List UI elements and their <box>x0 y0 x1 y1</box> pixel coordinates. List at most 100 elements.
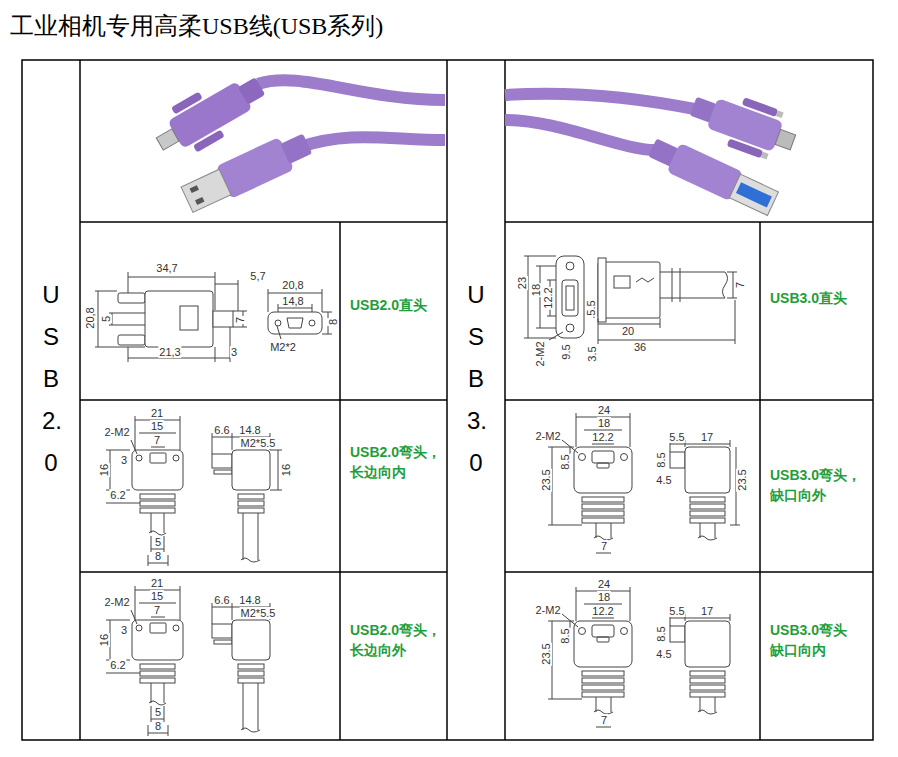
dimension-text: 20,8 <box>281 279 304 291</box>
dimension-text: 3 <box>120 624 128 636</box>
dimension-line <box>278 450 279 490</box>
usb2-straight-drawing-part <box>278 308 312 309</box>
usb2-straight-drawing-part <box>95 347 145 348</box>
usb3-straight-drawing-part <box>524 256 556 257</box>
dimension-text: 15 <box>150 420 164 432</box>
usb3-photo-part-part <box>707 98 784 152</box>
usb2-straight-drawing-part <box>238 280 239 311</box>
dimension-text: 21 <box>150 407 164 419</box>
dimension-text: 5.5 <box>668 431 685 443</box>
usb3-straight-drawing-part <box>660 272 725 273</box>
dimension-text: 21,3 <box>158 346 181 358</box>
variant-label: USB3.0直头 <box>770 288 872 308</box>
usb2-straight-drawing-part <box>277 326 281 339</box>
usb2-straight-drawing-part <box>322 312 332 313</box>
usb2-straight-drawing-part <box>213 311 233 327</box>
usb3-straight-drawing-part <box>566 324 574 332</box>
usb3-straight-drawing-part <box>614 276 630 288</box>
dimension-text: 23.5 <box>736 468 748 491</box>
dimension-text: 9.5 <box>560 343 572 360</box>
usb3-straight-drawing-part <box>660 298 725 299</box>
dimension-text: 24 <box>597 578 611 590</box>
dimension-text: 17 <box>700 605 714 617</box>
dimension-text: 3 <box>230 346 238 358</box>
dimension-text: 16 <box>98 463 110 477</box>
dimension-text: 6.6 <box>213 424 230 436</box>
usb2-photo-part <box>179 127 315 216</box>
dimension-text: 8.5 <box>655 625 667 642</box>
usb2-straight-drawing-part <box>309 320 315 326</box>
table-grid-part <box>80 221 447 223</box>
usb2-photo-part-part <box>238 77 265 104</box>
table-grid-part <box>339 222 341 740</box>
usb2-straight-drawing-part <box>287 318 303 328</box>
dimension-text: 8 <box>327 318 339 326</box>
dimension-text: 14.8 <box>238 424 261 436</box>
usb2-straight-drawing-part <box>215 347 216 362</box>
variant-label: USB2.0弯头， 长边向外 <box>350 620 452 661</box>
dimension-text: 4.5 <box>655 648 672 660</box>
usb2-straight-drawing-part <box>128 272 129 293</box>
usb3-straight-drawing-part <box>549 332 563 340</box>
dimension-text: 12.2 <box>591 605 614 617</box>
usb3-straight-drawing-part <box>598 340 735 341</box>
usb3-photo <box>505 82 802 218</box>
usb3-straight-drawing-part <box>660 318 661 328</box>
dimension-text: 14.8 <box>238 594 261 606</box>
usb3-photo-part <box>505 120 655 150</box>
table-grid-part <box>505 399 873 401</box>
dimension-text: 8.5 <box>655 451 667 468</box>
usb3-photo-part-part <box>736 182 772 207</box>
variant-label: USB2.0直头 <box>350 295 452 315</box>
dimension-text: M2*2 <box>269 341 297 353</box>
dimension-text: M2*5.5 <box>240 437 277 449</box>
dimension-text: 2-M2 <box>103 426 130 438</box>
usb3-straight-drawing-part <box>598 258 606 322</box>
usb2-straight-drawing-part <box>118 293 145 303</box>
usb3-photo-part <box>505 94 700 110</box>
table-grid-part <box>759 222 761 740</box>
dimension-text: 18 <box>597 591 611 603</box>
usb2-straight-drawing-part <box>275 320 281 326</box>
table-grid-part <box>505 221 873 223</box>
usb2-photo-part-part <box>195 197 204 205</box>
dimension-text: 20 <box>621 325 635 337</box>
dimension-text: 6.2 <box>109 489 126 501</box>
dimension-text: 15 <box>150 590 164 602</box>
dimension-text: 7 <box>600 714 608 726</box>
dimension-text: 18 <box>597 417 611 429</box>
dimension-text: M2*5.5 <box>240 607 277 619</box>
usb3-straight-drawing-part <box>723 272 728 298</box>
dimension-text: 5.5 <box>668 605 685 617</box>
dimension-text: 7 <box>600 540 608 552</box>
dimension-text: 2-M2 <box>534 604 561 616</box>
dimension-text: 36 <box>633 341 647 353</box>
usb2-straight-drawing-part <box>268 293 322 294</box>
usb3-straight-drawing-part <box>727 298 737 299</box>
dimension-text: 23.5 <box>540 642 552 665</box>
usb2-straight-drawing-part <box>109 313 145 314</box>
page-title: 工业相机专用高柔USB线(USB系列) <box>10 12 383 41</box>
usb3-straight-drawing-part <box>566 286 574 310</box>
usb2-straight-drawing <box>95 272 332 362</box>
usb3-straight-drawing-part <box>735 300 736 344</box>
usb3-straight-drawing-part <box>528 256 529 338</box>
usb2-photo-part-part <box>280 134 312 165</box>
usb3-straight-drawing-part <box>680 268 681 302</box>
usb2-straight-drawing-part <box>215 284 238 285</box>
table-grid-part <box>22 60 873 740</box>
dimension-text: 4.5 <box>655 474 672 486</box>
usb2-photo-part <box>258 80 445 100</box>
dimension-text: 5 <box>154 706 162 718</box>
dimension-line <box>730 525 740 526</box>
dimension-text: 18 <box>530 283 542 297</box>
usb2-straight-drawing-part <box>322 334 332 335</box>
usb2-straight-drawing-part <box>109 325 145 326</box>
usb3-photo-part-part <box>775 129 796 150</box>
dimension-text: 12.2 <box>591 431 614 443</box>
dimension-text: 23 <box>516 276 528 290</box>
usb2-photo-part-part <box>167 81 252 149</box>
usb2-straight-drawing-part <box>128 277 215 278</box>
usb2-straight-drawing-part <box>95 291 117 292</box>
